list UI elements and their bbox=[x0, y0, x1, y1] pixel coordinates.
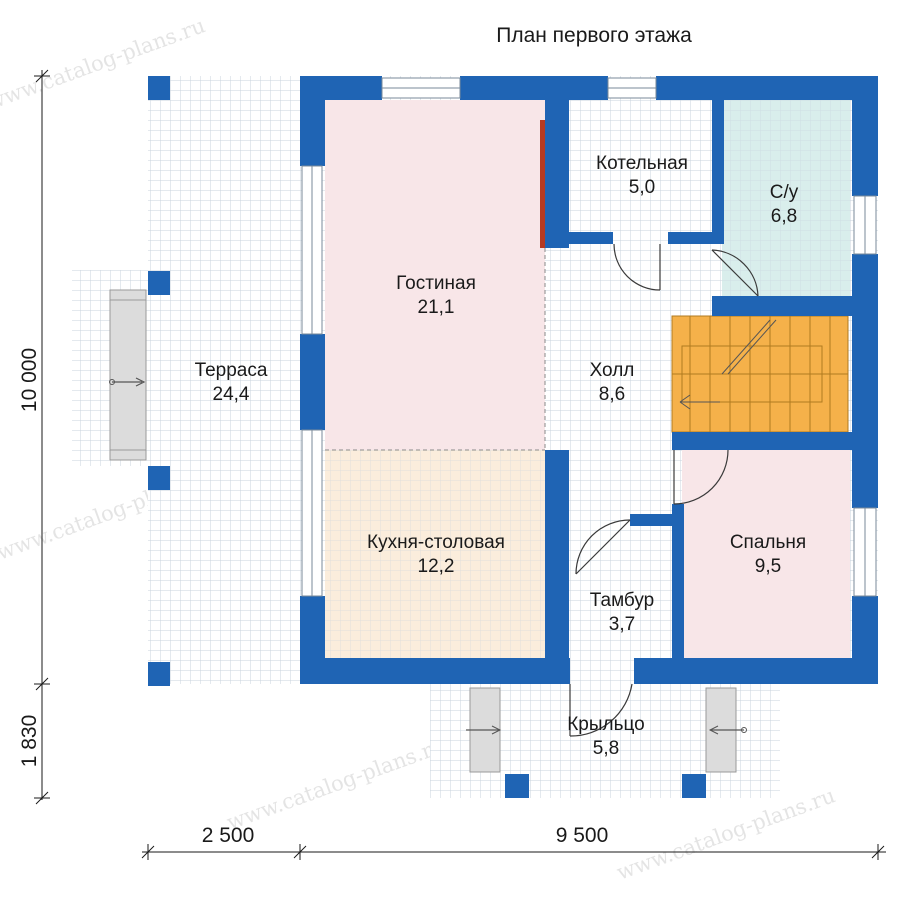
room-name: Кухня-столовая bbox=[367, 532, 505, 553]
post bbox=[148, 76, 170, 100]
room-name: Терраса bbox=[195, 360, 268, 381]
stairs bbox=[671, 315, 849, 433]
room-area: 3,7 bbox=[609, 614, 635, 635]
room-name: Крыльцо bbox=[567, 714, 645, 735]
dimension-width-house: 9 500 bbox=[556, 824, 609, 847]
dimension-lines bbox=[34, 69, 886, 860]
room-bedroom bbox=[682, 450, 850, 658]
room-name: Гостиная bbox=[396, 273, 476, 294]
room-area: 5,0 bbox=[629, 177, 655, 198]
porch bbox=[430, 684, 780, 798]
room-name: Тамбур bbox=[590, 590, 655, 611]
watermark: www.catalog-plans.ru bbox=[614, 783, 839, 884]
room-name: Спальня bbox=[730, 532, 806, 553]
room-area: 12,2 bbox=[418, 556, 455, 577]
room-area: 9,5 bbox=[755, 556, 781, 577]
doors bbox=[569, 243, 759, 737]
room-name: Холл bbox=[590, 360, 635, 381]
terrace bbox=[72, 76, 300, 686]
house-floor bbox=[300, 76, 878, 684]
room-area: 8,6 bbox=[599, 384, 625, 405]
dimension-depth-main: 10 000 bbox=[18, 348, 41, 412]
room-dividers bbox=[325, 248, 546, 451]
windows bbox=[301, 77, 877, 597]
post bbox=[148, 271, 170, 295]
dimension-depth-porch: 1 830 bbox=[18, 715, 41, 768]
room-area: 21,1 bbox=[418, 297, 455, 318]
room-area: 5,8 bbox=[593, 738, 619, 759]
post bbox=[148, 466, 170, 490]
watermark: www.catalog-plans.ru bbox=[224, 733, 449, 834]
room-labels: Терраса 24,4 Гостиная 21,1 Котельная 5,0… bbox=[195, 153, 807, 759]
post bbox=[148, 662, 170, 686]
walls bbox=[300, 76, 878, 684]
room-name: Котельная bbox=[596, 153, 688, 174]
room-area: 24,4 bbox=[213, 384, 250, 405]
dimension-width-terrace: 2 500 bbox=[202, 824, 255, 847]
post bbox=[505, 774, 529, 798]
plan-title: План первого этажа bbox=[496, 24, 692, 47]
room-area: 6,8 bbox=[771, 206, 797, 227]
post bbox=[682, 774, 706, 798]
room-living bbox=[325, 100, 545, 450]
dimension-labels: 10 000 1 830 2 500 9 500 bbox=[18, 348, 608, 847]
room-name: С/у bbox=[770, 182, 799, 203]
